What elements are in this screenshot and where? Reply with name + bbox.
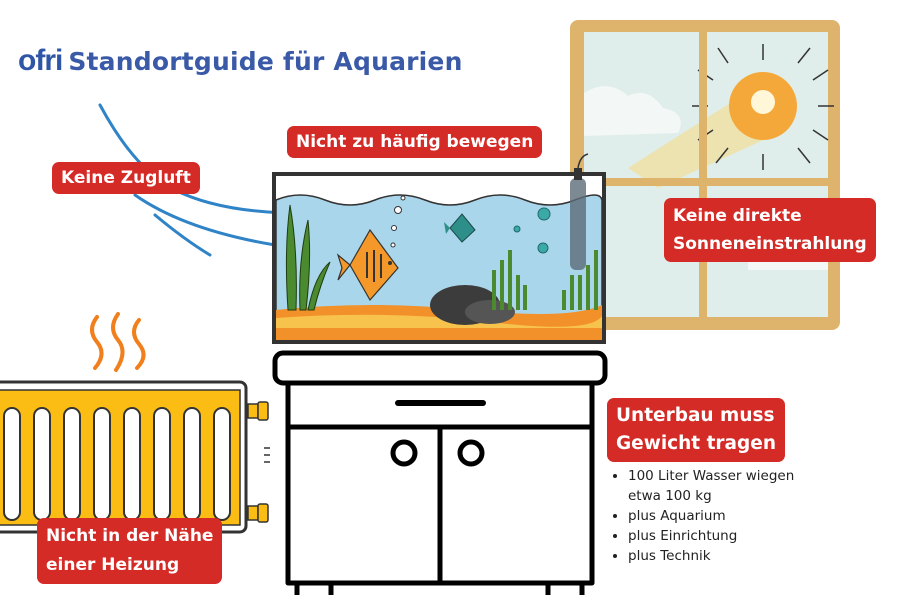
label-heater-line1: Nicht in der Nähe — [46, 526, 214, 546]
fish-icon — [336, 228, 399, 302]
label-move: Nicht zu häufig bewegen — [287, 126, 543, 158]
weight-note: plus Technik — [628, 546, 818, 566]
heater-icon — [0, 380, 270, 534]
label-sun: Keine direkte Sonneneinstrahlung — [664, 198, 876, 262]
weight-note: plus Aquarium — [628, 506, 818, 526]
heat-waves-icon — [90, 312, 146, 372]
label-draft-text: Keine Zugluft — [61, 168, 191, 188]
label-heater-line2: einer Heizung — [46, 555, 180, 575]
label-weight: Unterbau muss Gewicht tragen — [607, 398, 785, 462]
label-weight-line2: Gewicht tragen — [616, 433, 776, 454]
label-sun-line1: Keine direkte — [673, 206, 802, 226]
aquarium-icon — [272, 153, 606, 344]
weight-notes-list: 100 Liter Wasser wiegen etwa 100 kg plus… — [610, 466, 818, 566]
label-heater: Nicht in der Nähe einer Heizung — [37, 518, 223, 584]
ofri-logo: ofri — [18, 44, 63, 77]
weight-note: plus Einrichtung — [628, 526, 818, 546]
cabinet-icon — [272, 350, 608, 595]
window-icon — [570, 20, 840, 330]
title-text: Standortguide für Aquarien — [68, 47, 463, 76]
label-move-text: Nicht zu häufig bewegen — [296, 132, 534, 152]
label-draft: Keine Zugluft — [52, 162, 200, 194]
label-sun-line2: Sonneneinstrahlung — [673, 234, 867, 254]
label-weight-line1: Unterbau muss — [616, 405, 775, 426]
weight-note: 100 Liter Wasser wiegen etwa 100 kg — [628, 466, 818, 506]
